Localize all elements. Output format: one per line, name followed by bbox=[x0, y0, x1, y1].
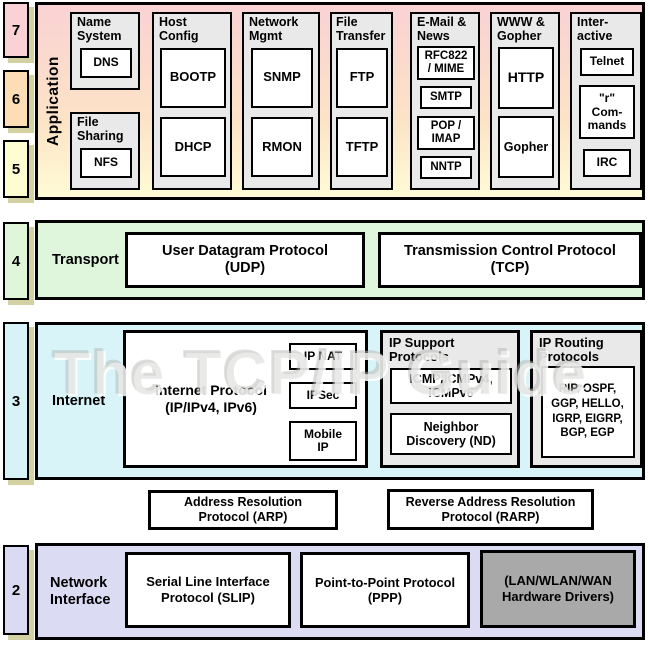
protocol-box-neighbor-discovery: Neighbor Discovery (ND) bbox=[390, 412, 512, 455]
network-interface-layer-label: Network Interface bbox=[50, 574, 111, 608]
protocol-box-ip: Internet Protocol (IP/IPv4, IPv6) IP NAT… bbox=[123, 330, 368, 468]
protocol-box-ipsec: IPSec bbox=[289, 382, 357, 409]
protocol-box-slip: Serial Line Interface Protocol (SLIP) bbox=[125, 552, 291, 628]
protocol-box-smtp: SMTP bbox=[420, 86, 472, 110]
group-title-name-system: Name System bbox=[77, 15, 122, 43]
group-network-mgmt: Network Mgmt SNMP RMON bbox=[242, 12, 320, 190]
group-title-interactive: Inter- active bbox=[577, 15, 613, 43]
protocol-box-http: HTTP bbox=[498, 46, 554, 109]
group-ip-routing-protocols: IP Routing Protocols RIP, OSPF, GGP, HEL… bbox=[530, 330, 643, 468]
protocol-box-arp: Address Resolution Protocol (ARP) bbox=[148, 490, 338, 530]
group-www-gopher: WWW & Gopher HTTP Gopher bbox=[490, 12, 560, 190]
layer-5-badge: 5 bbox=[3, 140, 29, 198]
protocol-box-telnet: Telnet bbox=[580, 47, 634, 76]
group-title-host-config: Host Config bbox=[159, 15, 199, 43]
transport-layer-label: Transport bbox=[52, 251, 119, 268]
protocol-box-tcp: Transmission Control Protocol (TCP) bbox=[378, 232, 642, 288]
protocol-box-nfs: NFS bbox=[80, 147, 132, 178]
internet-layer: Internet Internet Protocol (IP/IPv4, IPv… bbox=[35, 322, 645, 480]
protocol-box-rmon: RMON bbox=[251, 117, 313, 178]
group-interactive: Inter- active Telnet "r" Com- mands IRC bbox=[570, 12, 642, 190]
layer-3-badge: 3 bbox=[3, 322, 29, 480]
protocol-box-ftp: FTP bbox=[336, 47, 388, 108]
protocol-box-mobile-ip: Mobile IP bbox=[289, 421, 357, 461]
group-title-file-sharing: File Sharing bbox=[77, 115, 124, 143]
group-title-ip-support: IP Support Protocols bbox=[389, 335, 455, 365]
internet-layer-label: Internet bbox=[52, 392, 106, 409]
ip-main-label: Internet Protocol (IP/IPv4, IPv6) bbox=[154, 381, 267, 416]
group-host-config: Host Config BOOTP DHCP bbox=[152, 12, 232, 190]
protocol-box-routing-list: RIP, OSPF, GGP, HELLO, IGRP, EIGRP, BGP,… bbox=[540, 365, 635, 458]
network-interface-layer: Network Interface Serial Line Interface … bbox=[35, 543, 645, 640]
protocol-box-pop-imap: POP / IMAP bbox=[417, 115, 475, 150]
group-file-sharing: File Sharing NFS bbox=[70, 112, 140, 190]
group-title-ip-routing: IP Routing Protocols bbox=[539, 335, 604, 365]
application-layer: Application Name System DNS File Sharing… bbox=[35, 2, 645, 200]
group-title-file-transfer: File Transfer bbox=[336, 15, 386, 43]
group-title-www-gopher: WWW & Gopher bbox=[497, 15, 545, 43]
group-title-email-news: E-Mail & News bbox=[417, 15, 467, 43]
group-title-network-mgmt: Network Mgmt bbox=[249, 15, 299, 43]
protocol-box-hardware-drivers: (LAN/WLAN/WAN Hardware Drivers) bbox=[480, 550, 636, 628]
protocol-box-rfc822-mime: RFC822 / MIME bbox=[417, 46, 475, 81]
protocol-box-rarp: Reverse Address Resolution Protocol (RAR… bbox=[387, 489, 594, 530]
group-ip-support-protocols: IP Support Protocols ICMP/ICMPv4, ICMPv6… bbox=[380, 330, 520, 468]
protocol-box-ip-nat: IP NAT bbox=[289, 343, 357, 370]
layer-6-badge: 6 bbox=[3, 70, 29, 128]
protocol-box-tftp: TFTP bbox=[336, 117, 388, 178]
protocol-box-r-commands: "r" Com- mands bbox=[579, 85, 635, 140]
protocol-box-snmp: SNMP bbox=[251, 47, 313, 108]
protocol-box-ppp: Point-to-Point Protocol (PPP) bbox=[300, 552, 470, 628]
protocol-box-irc: IRC bbox=[583, 149, 631, 178]
protocol-box-bootp: BOOTP bbox=[160, 47, 226, 108]
protocol-box-nntp: NNTP bbox=[420, 155, 472, 179]
protocol-box-udp: User Datagram Protocol (UDP) bbox=[125, 232, 365, 288]
group-name-system: Name System DNS bbox=[70, 12, 140, 90]
protocol-box-dns: DNS bbox=[80, 47, 132, 78]
layer-7-badge: 7 bbox=[3, 2, 29, 58]
transport-layer: Transport User Datagram Protocol (UDP) T… bbox=[35, 220, 645, 300]
group-email-news: E-Mail & News RFC822 / MIME SMTP POP / I… bbox=[410, 12, 480, 190]
application-layer-label: Application bbox=[45, 56, 62, 146]
protocol-box-dhcp: DHCP bbox=[160, 117, 226, 178]
layer-2-badge: 2 bbox=[3, 545, 29, 635]
group-file-transfer: File Transfer FTP TFTP bbox=[330, 12, 393, 190]
layer-4-badge: 4 bbox=[3, 222, 29, 300]
protocol-box-icmp: ICMP/ICMPv4, ICMPv6 bbox=[390, 368, 512, 405]
protocol-box-gopher: Gopher bbox=[498, 116, 554, 179]
